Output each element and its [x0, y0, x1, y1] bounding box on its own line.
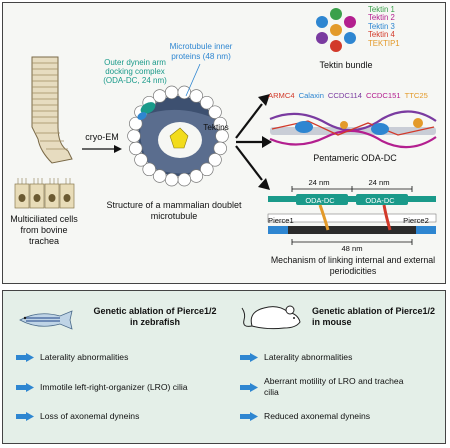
tektin-legend-item: TEKTIP1: [368, 38, 400, 48]
tektin-legend-item: Tektin 4: [368, 30, 395, 40]
tubulin-subunit: [134, 153, 148, 167]
tektin-pentagon: [169, 127, 189, 149]
mouse-finding: Laterality abnormalities: [240, 352, 352, 362]
pierce1-label: Pierce1: [268, 216, 294, 225]
tubulin-subunit: [129, 141, 143, 156]
protein-label: ARMC4: [268, 91, 295, 100]
zebrafish-title: Genetic ablation of Pierce1/2 in zebrafi…: [93, 306, 217, 327]
finding-text: Immotile left-right-organizer (LRO) cili…: [40, 382, 188, 392]
blue-arrow-icon: [16, 411, 34, 421]
tektins-label: Tektins: [203, 123, 229, 132]
tektin-bundle-illustration: [316, 8, 356, 52]
tubulin-subunit: [200, 95, 214, 110]
pentameric-odadc-illustration: [269, 110, 437, 149]
protein-label: CCDC151: [365, 91, 401, 100]
tektin-legend: Tektin 1 Tektin 2 Tektin 3 Tektin 4 TEKT…: [368, 5, 438, 48]
pentameric-title: Pentameric ODA-DC: [313, 153, 397, 163]
finding-text: Laterality abnormalities: [264, 352, 353, 362]
protein-label: CCDC114: [327, 91, 362, 100]
trachea-illustration: [31, 56, 73, 164]
protein-label: TTC25: [404, 91, 428, 100]
tubulin-subunit: [189, 89, 204, 103]
zebrafish-finding: Loss of axonemal dyneins: [16, 411, 139, 421]
tubulin-subunit: [200, 162, 214, 177]
tubulin-subunit: [129, 116, 143, 131]
finding-text: Aberrant motility of LRO and trachea cil…: [264, 376, 404, 397]
zebrafish-icon: [19, 310, 73, 330]
tektin-bundle-title: Tektin bundle: [319, 60, 373, 70]
tubulin-subunit: [208, 153, 222, 167]
pierce2-label: Pierce2: [403, 216, 429, 225]
blue-arrow-icon: [240, 382, 258, 392]
finding-text: Loss of axonemal dyneins: [40, 411, 140, 421]
tektin-legend-item: Tektin 1: [368, 5, 395, 14]
tubulin-subunit: [213, 116, 227, 131]
zebrafish-finding: Laterality abnormalities: [16, 352, 128, 362]
mip-label: Microtubule inner proteins (48 nm): [169, 42, 233, 61]
blue-arrow-icon: [240, 352, 258, 362]
odadc-protein-labels: ARMC4 Calaxin CCDC114 CCDC151 TTC25: [268, 91, 428, 100]
tubulin-subunit: [127, 129, 141, 143]
mip-pointer: [185, 64, 201, 97]
mouse-title: Genetic ablation of Pierce1/2 in mouse: [312, 306, 436, 327]
blue-arrow-icon: [240, 411, 258, 421]
mouse-finding: Reduced axonemal dyneins: [240, 411, 370, 421]
tubulin-subunit: [208, 105, 222, 119]
period-24-label-2: 24 nm: [368, 178, 390, 187]
tubulin-subunit: [213, 141, 227, 156]
structure-caption: Structure of a mammalian doublet microtu…: [106, 200, 242, 221]
method-label: cryo-EM: [85, 132, 119, 142]
odadc-box-label-1: ODA-DC: [305, 196, 335, 205]
bottom-panel: [2, 290, 446, 444]
mechanism-caption: Mechanism of linking internal and extern…: [270, 255, 436, 276]
mouse-finding: Aberrant motility of LRO and trachea cil…: [240, 376, 436, 398]
multiciliated-cells-illustration: [14, 178, 75, 209]
mechanism-illustration: [267, 186, 437, 245]
tubulin-subunit: [142, 162, 156, 177]
doublet-microtubule-illustration: [127, 85, 229, 187]
zebrafish-finding: Immotile left-right-organizer (LRO) cili…: [16, 382, 188, 392]
tubulin-subunit: [164, 172, 179, 187]
protein-label: Calaxin: [298, 91, 324, 100]
period-48-label: 48 nm: [341, 244, 363, 253]
odadc-label: Outer dynein arm docking complex (ODA-DC…: [103, 58, 167, 85]
branch-arrows: [235, 94, 272, 190]
tubulin-subunit: [177, 172, 192, 187]
cryo-em-arrow: [82, 145, 122, 153]
blue-arrow-icon: [16, 352, 34, 362]
odadc-box-label-2: ODA-DC: [365, 196, 395, 205]
tubulin-subunit: [189, 169, 204, 183]
finding-text: Laterality abnormalities: [40, 352, 129, 362]
period-24-label-1: 24 nm: [308, 178, 330, 187]
tektin-legend-item: Tektin 2: [368, 13, 395, 23]
cells-label: Multiciliated cells from bovine trachea: [10, 214, 78, 246]
tubulin-subunit: [152, 169, 167, 183]
mouse-icon: [241, 305, 301, 330]
finding-text: Reduced axonemal dyneins: [264, 411, 371, 421]
tektin-legend-item: Tektin 3: [368, 21, 395, 31]
blue-arrow-icon: [16, 382, 34, 392]
